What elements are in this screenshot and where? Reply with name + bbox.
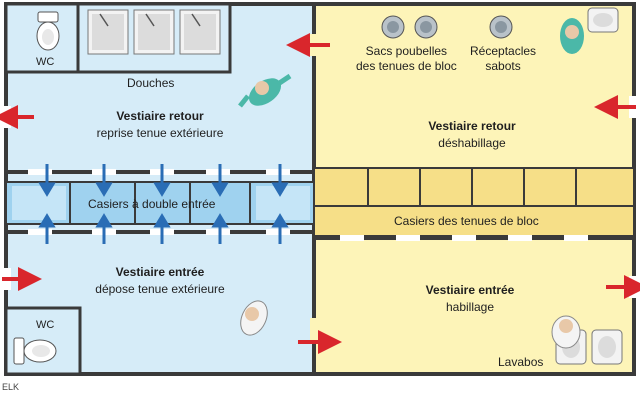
receptacles-sabots-icon <box>489 15 513 39</box>
vestiaire-entree-right: Vestiaire entrée habillage <box>370 282 570 316</box>
sacs-poubelles-icon <box>381 15 438 39</box>
sacs-line2: des tenues de bloc <box>356 59 457 73</box>
casiers-double-inner <box>12 186 310 220</box>
vestiaire-entree-left-sub: dépose tenue extérieure <box>95 282 225 296</box>
vestiaire-entree-right-sub: habillage <box>445 300 495 314</box>
vestiaire-retour-right: Vestiaire retour déshabillage <box>372 118 572 152</box>
vestiaire-entree-left: Vestiaire entrée dépose tenue extérieure <box>60 264 260 298</box>
vestiaire-entree-left-title: Vestiaire entrée <box>115 265 205 279</box>
toilet-top-icon <box>36 11 60 51</box>
shower-trays <box>87 9 221 55</box>
signature-label: ELK <box>2 382 20 392</box>
door-gap-center-bottom <box>310 318 318 342</box>
receptacles-line1: Réceptacles <box>470 44 537 58</box>
person-teal-left-icon <box>238 73 292 108</box>
toilet-bottom-icon <box>13 337 57 365</box>
right-wall-gaps <box>340 235 588 241</box>
receptacles-line2: sabots <box>485 59 521 73</box>
vestiaire-retour-right-title: Vestiaire retour <box>428 119 516 133</box>
lavabos-label: Lavabos <box>498 355 544 369</box>
sacs-line1: Sacs poubelles <box>365 44 448 58</box>
blue-flow-arrows <box>38 164 289 244</box>
vestiaire-retour-left-title: Vestiaire retour <box>116 109 204 123</box>
casiers-bloc-dividers <box>367 168 577 206</box>
vestiaire-retour-right-sub: déshabillage <box>438 136 506 150</box>
vestiaire-entree-right-title: Vestiaire entrée <box>425 283 515 297</box>
vestiaire-retour-left-sub: reprise tenue extérieure <box>96 126 224 140</box>
person-teal-right-icon <box>560 18 584 54</box>
casiers-bloc-label: Casiers des tenues de bloc <box>394 214 539 228</box>
wc-top-label: WC <box>36 56 55 68</box>
wc-bottom-label: WC <box>36 319 55 331</box>
casiers-bloc-band <box>313 205 635 237</box>
vestiaire-retour-left: Vestiaire retour reprise tenue extérieur… <box>60 108 260 142</box>
person-white-left-icon <box>240 300 268 336</box>
sacs-poubelles-label: Sacs poubelles des tenues de bloc <box>356 44 457 74</box>
red-flow-arrows <box>0 33 640 354</box>
casiers-double-dividers <box>69 182 251 224</box>
person-white-right-icon <box>551 315 581 349</box>
douches-label: Douches <box>127 76 175 90</box>
sink-top-icon <box>587 7 619 33</box>
casiers-double-label: Casiers à double entrée <box>88 197 216 211</box>
receptacles-label: Réceptacles sabots <box>470 44 536 74</box>
casiers-bloc-top-row <box>313 167 635 207</box>
